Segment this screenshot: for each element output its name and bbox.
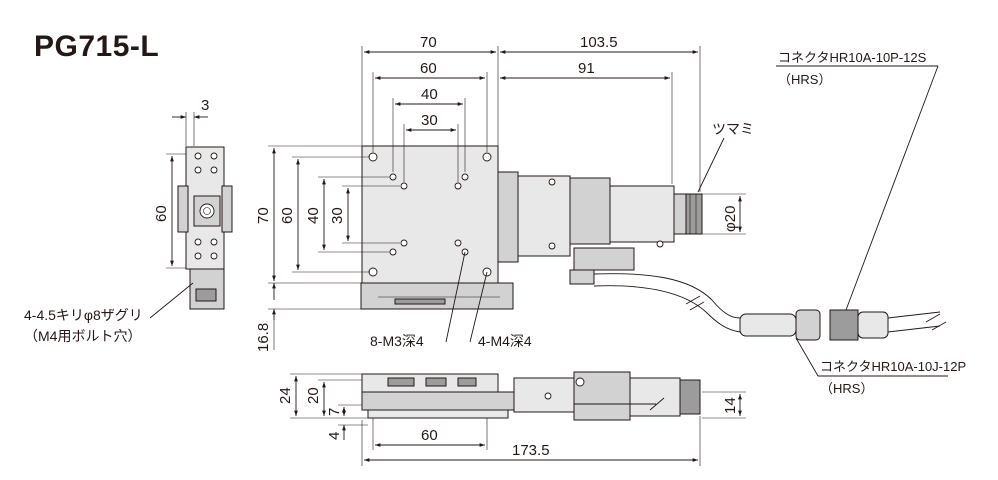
m4-label: 4-M4深4 [478, 333, 532, 349]
m3-label: 8-M3深4 [370, 333, 424, 349]
front-dim-60: 60 [421, 427, 438, 444]
model-title: PG715-L [34, 30, 160, 63]
hole-note-sub: （M4用ボルト穴） [24, 328, 141, 344]
front-dim-7: 7 [326, 408, 343, 416]
side-view: 3 60 4-4.5キリφ8ザグリ （M4用ボルト穴） [24, 97, 233, 344]
knob-label: ツマミ [712, 121, 754, 137]
jack-label: コネクタHR10A-10J-12P [820, 359, 966, 374]
plug-connector [829, 309, 859, 341]
front-dim-24: 24 [277, 387, 294, 404]
base-strip [360, 282, 514, 310]
top-dim-40: 40 [421, 86, 438, 103]
left-dim-60: 60 [279, 207, 296, 224]
front-dim-173-5: 173.5 [512, 442, 550, 459]
front-view: 24 20 7 4 60 173.5 14 [277, 371, 746, 466]
top-dim-60: 60 [420, 60, 437, 77]
knob [685, 193, 703, 235]
drive-housing [517, 175, 571, 257]
left-dim-70: 70 [255, 207, 272, 224]
top-dim-91: 91 [578, 60, 595, 77]
front-dim-4: 4 [326, 432, 343, 440]
top-dim-103-5: 103.5 [580, 34, 618, 51]
top-view: 70 60 40 30 103.5 91 70 60 40 [255, 34, 966, 396]
jack-maker: （HRS） [820, 381, 873, 396]
side-dim-60: 60 [153, 205, 170, 222]
front-knob [679, 379, 701, 415]
front-dim-14: 14 [722, 397, 739, 414]
top-plate [361, 145, 499, 284]
left-dim-16-8: 16.8 [255, 323, 272, 352]
side-dim-3: 3 [201, 97, 209, 114]
top-dim-30: 30 [421, 112, 438, 129]
plug-maker: （HRS） [778, 72, 831, 87]
left-dim-40: 40 [305, 207, 322, 224]
plug-label: コネクタHR10A-10P-12S [778, 50, 927, 65]
jack-connector [739, 313, 797, 337]
knob-diameter: φ20 [722, 206, 739, 232]
top-dim-70: 70 [420, 34, 437, 51]
front-dim-20: 20 [305, 387, 322, 404]
hole-note: 4-4.5キリφ8ザグリ [24, 307, 143, 323]
left-dim-30: 30 [329, 207, 346, 224]
